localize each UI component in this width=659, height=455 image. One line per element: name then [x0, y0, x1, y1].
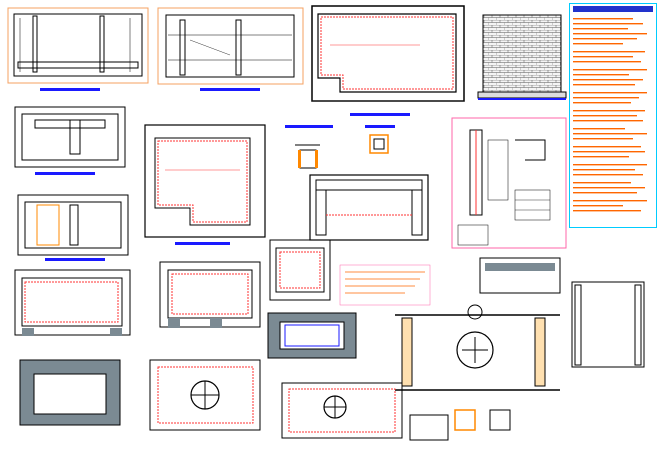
detail-small-right	[479, 257, 561, 294]
slab-plan-openings-1	[149, 359, 261, 431]
plan-view-7	[14, 269, 131, 336]
column-detail-2	[365, 125, 395, 154]
notes-title	[573, 6, 653, 12]
notes-block-center	[339, 264, 431, 306]
caption-plan-5	[45, 258, 105, 261]
slab-plan-openings-2	[281, 382, 403, 439]
plan-view-2	[157, 7, 304, 85]
plan-view-1	[7, 7, 149, 84]
brick-wall-elevation	[477, 14, 567, 100]
caption-plan-3	[350, 113, 410, 116]
notes-panel	[569, 3, 657, 228]
column-detail-1	[285, 125, 333, 169]
plan-view-8	[159, 261, 261, 328]
plan-view-3-rebar	[311, 5, 465, 102]
caption-plan-6	[175, 242, 230, 245]
plan-view-5	[17, 194, 129, 256]
plan-view-4	[14, 106, 126, 168]
caption-plan-1	[40, 88, 100, 91]
tank-plan-gray	[267, 312, 357, 359]
section-view-large	[395, 304, 560, 391]
elevation-view-1	[309, 174, 429, 241]
plan-view-6-rebar	[144, 124, 266, 238]
tank-plan-bottom-left	[19, 359, 121, 426]
frame-elevation-right	[571, 281, 645, 368]
notes-body	[573, 16, 655, 223]
details-bottom	[409, 409, 511, 441]
caption-plan-4	[35, 172, 95, 175]
notes-text-lines	[573, 18, 647, 212]
caption-plan-2	[200, 88, 260, 91]
plan-view-9	[269, 239, 331, 301]
reinforcement-detail-frame	[451, 117, 567, 249]
